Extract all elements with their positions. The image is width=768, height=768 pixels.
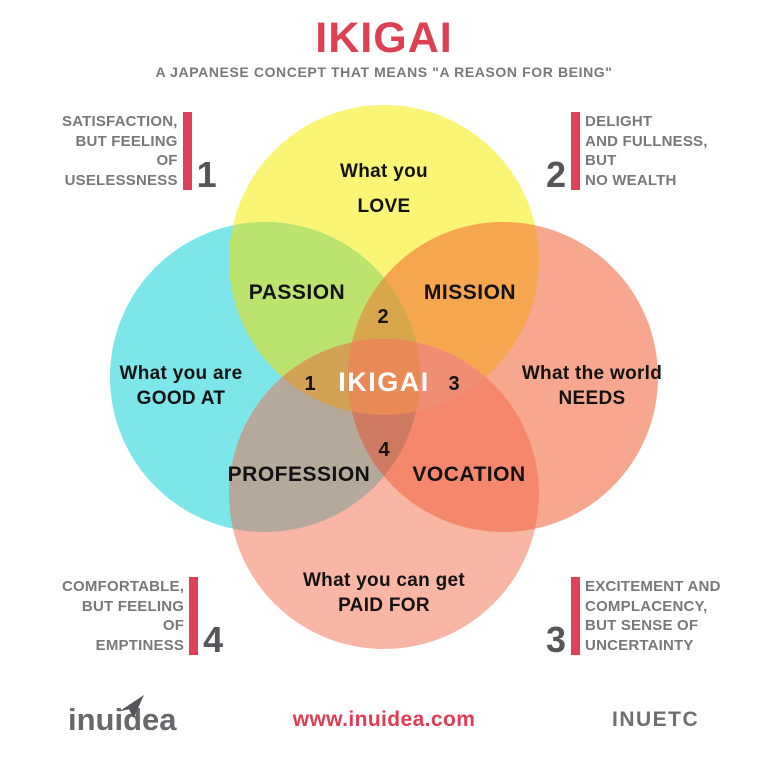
annotation-line: EMPTINESS — [95, 636, 185, 654]
annotation-line: OF — [156, 152, 178, 169]
label-petal-2: 2 — [377, 306, 388, 328]
annotation-line: COMPLACENCY, — [585, 597, 708, 615]
annotation-line: BUT FEELING — [81, 597, 185, 615]
annotation-line: SATISFACTION, — [62, 113, 178, 130]
label-mission: MISSION — [424, 281, 516, 304]
page-subtitle: A JAPANESE CONCEPT THAT MEANS "A REASON … — [155, 64, 613, 80]
annotation-bottom-left-text: COMFORTABLE, BUT FEELING OF EMPTINESS — [62, 577, 184, 655]
website-link[interactable]: www.inuidea.com — [292, 708, 476, 731]
annotation-line: EXCITEMENT AND — [585, 578, 721, 595]
annotation-line: DELIGHT — [585, 113, 653, 130]
page-title: IKIGAI — [315, 14, 453, 62]
label-good-at-line1: What you are — [120, 363, 243, 384]
annotation-line: BUT — [585, 152, 617, 169]
red-bar — [189, 577, 199, 655]
annotation-line: COMFORTABLE, — [62, 578, 185, 595]
annotation-number: 1 — [196, 154, 217, 195]
brand-text: INUETC — [612, 708, 700, 731]
annotation-line: USELESSNESS — [64, 171, 178, 189]
red-bar — [571, 577, 581, 655]
annotation-bottom-right-text: EXCITEMENT AND COMPLACENCY, BUT SENSE OF… — [585, 577, 721, 655]
annotation-line: BUT FEELING — [75, 132, 178, 150]
annotation-top-right: 2 DELIGHT AND FULLNESS, BUT NO WEALTH — [546, 112, 708, 195]
annotation-top-left: SATISFACTION, BUT FEELING OF USELESSNESS… — [62, 112, 217, 195]
red-bar — [571, 112, 581, 190]
annotation-line: AND FULLNESS, — [585, 132, 708, 150]
annotation-line: OF — [162, 617, 185, 634]
label-needs-line1: What the world — [522, 363, 662, 384]
label-love-line2: LOVE — [358, 196, 411, 217]
annotation-top-left-text: SATISFACTION, BUT FEELING OF USELESSNESS — [62, 112, 178, 190]
annotation-number: 2 — [546, 154, 567, 195]
annotation-bottom-right: 3 EXCITEMENT AND COMPLACENCY, BUT SENSE … — [546, 577, 721, 660]
red-bar — [182, 112, 192, 190]
annotation-number: 4 — [203, 619, 224, 660]
label-petal-3: 3 — [448, 373, 459, 395]
annotation-bottom-left: COMFORTABLE, BUT FEELING OF EMPTINESS 4 — [62, 577, 224, 660]
label-petal-1: 1 — [304, 373, 315, 395]
inuidea-logo: inuidea — [68, 695, 177, 738]
annotation-line: UNCERTAINTY — [585, 636, 694, 654]
label-petal-4: 4 — [378, 439, 390, 461]
label-good-at-line2: GOOD AT — [137, 388, 226, 409]
annotation-top-right-text: DELIGHT AND FULLNESS, BUT NO WEALTH — [585, 112, 708, 190]
label-passion: PASSION — [249, 281, 345, 304]
label-vocation: VOCATION — [412, 463, 525, 486]
annotation-number: 3 — [546, 619, 567, 660]
label-needs-line2: NEEDS — [559, 388, 626, 409]
label-profession: PROFESSION — [228, 463, 371, 486]
label-ikigai-center: IKIGAI — [338, 367, 430, 397]
label-paid-for-line1: What you can get — [303, 570, 465, 591]
label-love-line1: What you — [340, 161, 428, 182]
annotation-line: BUT SENSE OF — [585, 617, 699, 634]
annotation-line: NO WEALTH — [585, 171, 677, 189]
label-paid-for-line2: PAID FOR — [338, 595, 430, 616]
inuidea-logo-text: inuidea — [68, 702, 177, 737]
